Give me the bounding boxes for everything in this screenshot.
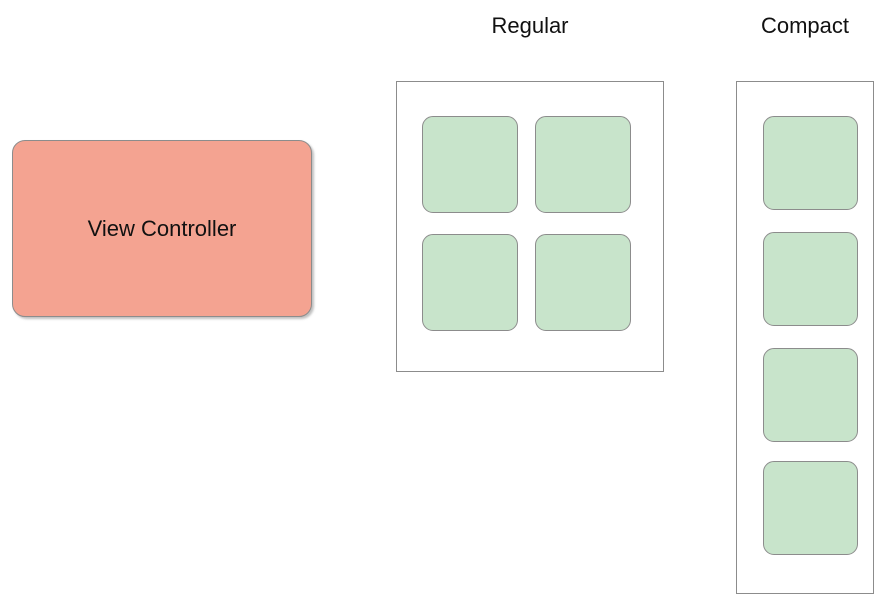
regular-cell (422, 234, 518, 331)
compact-cell (763, 348, 858, 442)
regular-cell (422, 116, 518, 213)
regular-cell (535, 234, 631, 331)
compact-layout-container (736, 81, 874, 594)
compact-cell (763, 232, 858, 326)
compact-cell (763, 116, 858, 210)
regular-layout-container (396, 81, 664, 372)
compact-cell (763, 461, 858, 555)
view-controller-label: View Controller (87, 215, 237, 241)
section-title-compact: Compact (760, 13, 850, 38)
regular-cell (535, 116, 631, 213)
view-controller-node: View Controller (12, 140, 312, 317)
section-title-regular: Regular (491, 13, 569, 38)
